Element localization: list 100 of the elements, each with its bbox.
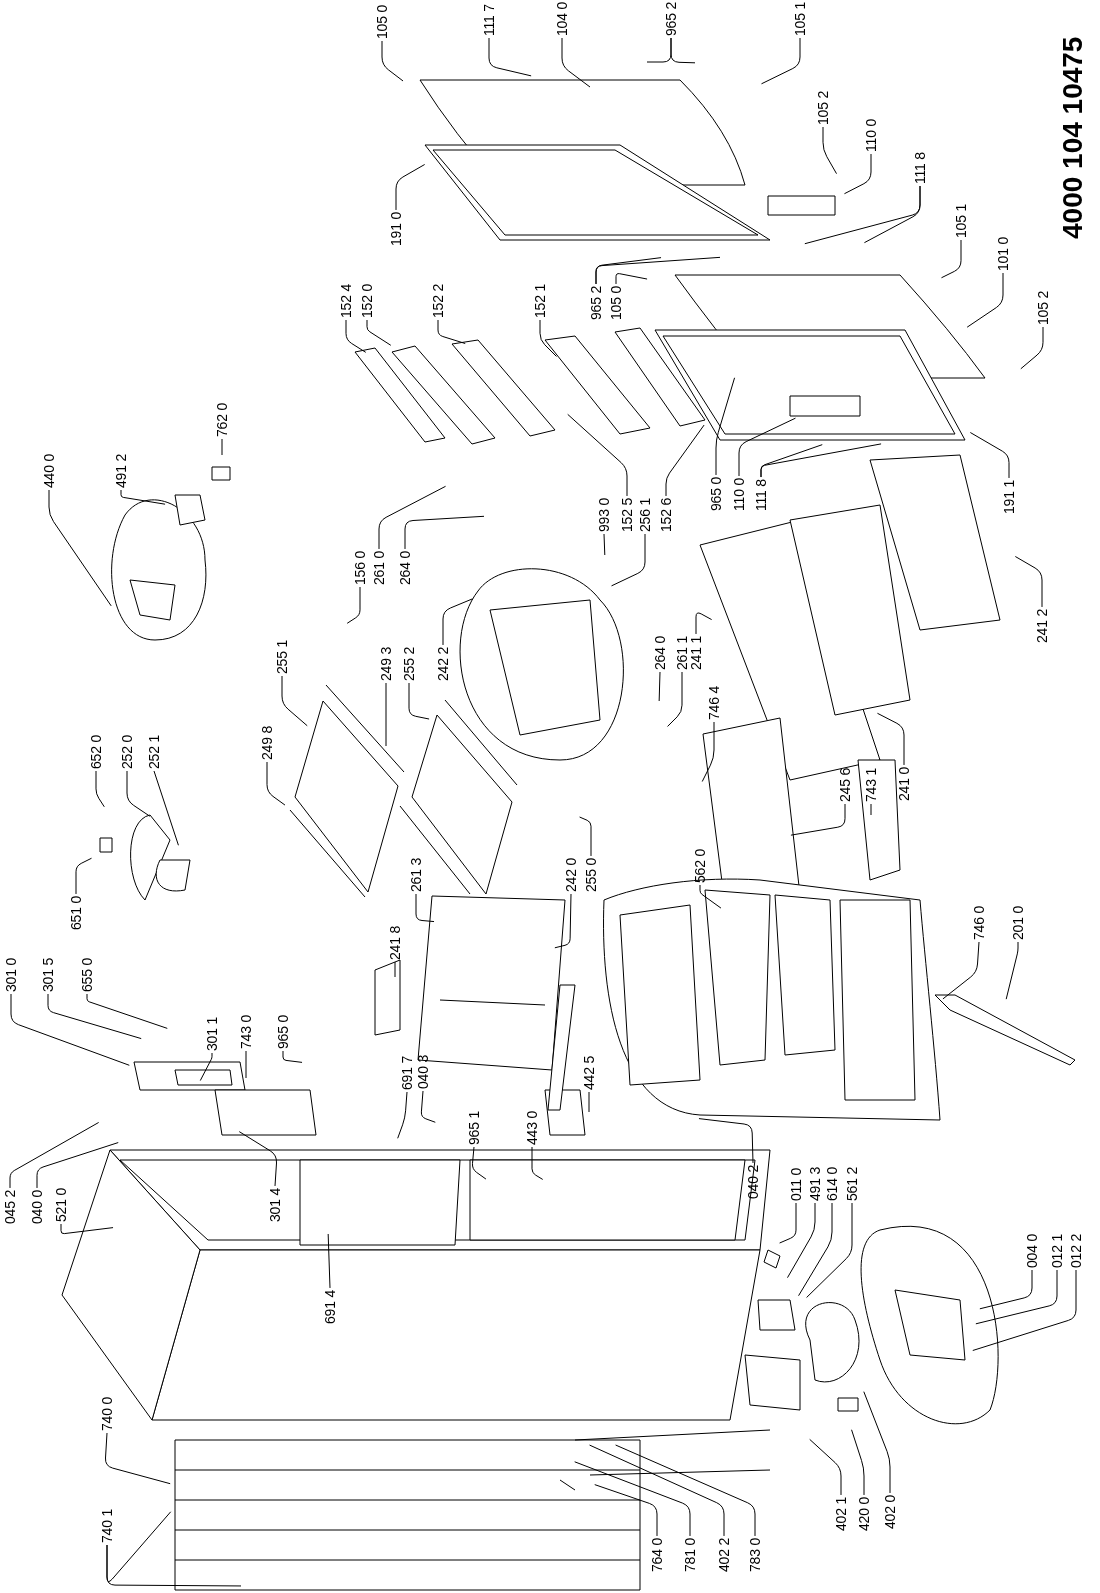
- callout-number: 241 8: [387, 925, 403, 960]
- leader-line: [942, 941, 980, 1000]
- callout-number: 743 0: [238, 1014, 254, 1049]
- leader-line: [346, 586, 361, 624]
- callout-number: 152 1: [532, 283, 548, 318]
- drawing-number: 4000 104 10475: [1058, 36, 1088, 239]
- callout-number: 040 2: [745, 1164, 761, 1199]
- leader-line: [979, 1269, 1033, 1310]
- leader-line: [809, 1438, 842, 1496]
- callout-number: 111 7: [481, 4, 497, 36]
- leader-line: [972, 1269, 1077, 1351]
- callout-number: 264 0: [397, 550, 413, 585]
- leader-line: [404, 515, 485, 550]
- callout-number: 301 5: [40, 957, 56, 992]
- leader-line: [787, 1202, 816, 1279]
- callout-number: 152 0: [359, 283, 375, 318]
- leader-line: [9, 1122, 100, 1189]
- callout-number: 301 0: [3, 957, 19, 992]
- leader-line: [603, 533, 606, 556]
- callout-number: 965 2: [588, 285, 604, 320]
- callout-number: 249 3: [378, 646, 394, 681]
- leader-line: [1005, 941, 1019, 1000]
- leader-line: [615, 1444, 756, 1537]
- leader-line: [863, 1391, 891, 1494]
- leader-line: [863, 185, 921, 244]
- leader-line: [975, 1269, 1058, 1325]
- leader-line: [966, 272, 1004, 328]
- leader-line: [471, 1146, 487, 1180]
- callout-number: 491 3: [807, 1166, 823, 1201]
- leader-line: [876, 712, 905, 766]
- leader-line: [822, 126, 837, 175]
- leader-line: [395, 164, 426, 211]
- leader-line: [1014, 556, 1043, 608]
- callout-number: 402 0: [882, 1494, 898, 1529]
- leader-line: [95, 770, 105, 808]
- leader-line: [126, 770, 151, 817]
- callout-number: 965 0: [708, 476, 724, 511]
- callout-number: 242 0: [563, 857, 579, 892]
- callout-number: 691 7: [399, 1055, 415, 1090]
- callout-number: 561 2: [844, 1166, 860, 1201]
- callout-number: 105 2: [1035, 290, 1051, 325]
- leader-line: [48, 489, 112, 607]
- leader-line: [408, 682, 430, 720]
- leader-line: [397, 1091, 408, 1139]
- callout-number: 965 2: [663, 1, 679, 36]
- leader-line: [378, 485, 447, 550]
- callout-number: 191 1: [1001, 479, 1017, 514]
- leader-line: [531, 1146, 544, 1180]
- leader-line: [574, 1461, 691, 1537]
- callout-number: 781 0: [682, 1537, 698, 1572]
- leader-line: [843, 153, 872, 195]
- leader-line: [665, 424, 705, 497]
- callout-number: 264 0: [652, 635, 668, 670]
- callout-number: 105 0: [608, 285, 624, 320]
- callout-number: 252 1: [146, 734, 162, 769]
- leader-line: [420, 1090, 436, 1123]
- leader-line: [488, 37, 532, 77]
- leader-line: [153, 770, 179, 846]
- callout-number: 201 0: [1010, 905, 1026, 940]
- callout-number: 241 1: [688, 635, 704, 670]
- callout-number: 110 0: [863, 119, 879, 152]
- leader-line: [611, 533, 646, 587]
- callout-number: 783 0: [747, 1537, 763, 1572]
- leader-line: [588, 1091, 590, 1113]
- callout-number: 442 5: [581, 1055, 597, 1090]
- leader-line: [969, 432, 1010, 479]
- callout-number: 651 0: [68, 895, 84, 930]
- leader-line: [667, 671, 683, 727]
- callout-number: 156 0: [352, 550, 368, 585]
- leader-line: [594, 1484, 658, 1537]
- leader-line: [415, 893, 435, 923]
- leader-line: [779, 1202, 797, 1244]
- leader-line: [366, 319, 392, 346]
- leader-line: [394, 961, 396, 978]
- callout-number: 255 1: [274, 639, 290, 674]
- leader-line: [539, 319, 557, 357]
- callout-number: 256 1: [637, 497, 653, 532]
- callout-number: 012 2: [1068, 1233, 1084, 1268]
- callout-number: 743 1: [863, 767, 879, 802]
- leader-line: [282, 1050, 303, 1063]
- callout-number: 746 4: [706, 685, 722, 720]
- callout-number: 040 0: [29, 1189, 45, 1224]
- callout-number: 152 4: [338, 283, 354, 318]
- callout-number: 004 0: [1024, 1233, 1040, 1268]
- leader-line: [106, 1544, 242, 1587]
- callout-number: 521 0: [53, 1187, 69, 1222]
- leader-line: [701, 721, 715, 783]
- callout-number: 104 0: [554, 1, 570, 36]
- leader-line: [245, 1050, 247, 1079]
- leader-line: [561, 37, 591, 88]
- leader-line: [870, 803, 872, 816]
- leader-line: [579, 816, 592, 857]
- callout-number: 245 6: [837, 767, 853, 802]
- leader-line: [199, 1052, 213, 1082]
- callout-number: 241 2: [1034, 608, 1050, 643]
- callout-number: 152 6: [658, 497, 674, 532]
- leader-line: [1020, 326, 1044, 370]
- leader-line: [798, 1202, 833, 1297]
- leader-line: [437, 319, 466, 344]
- leader-line: [381, 40, 404, 82]
